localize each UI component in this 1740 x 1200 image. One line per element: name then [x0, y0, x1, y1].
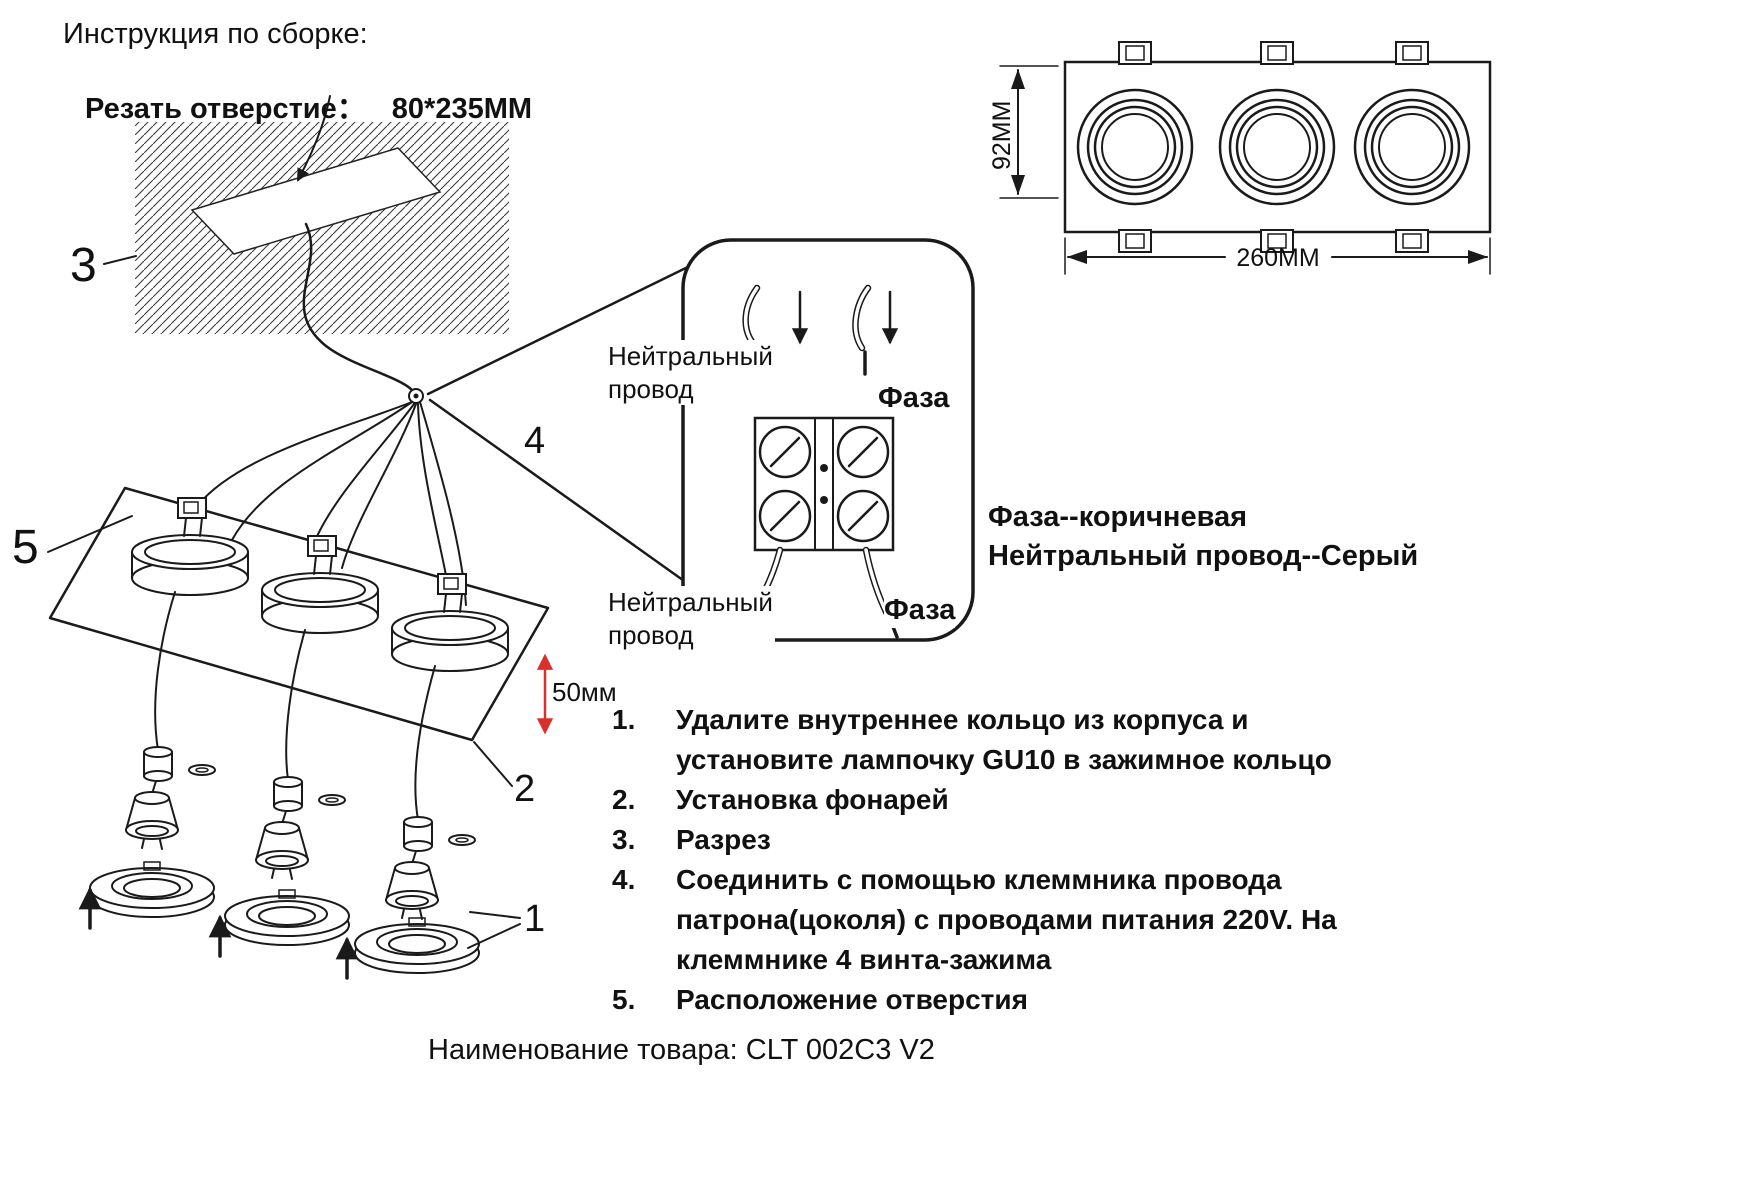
step-item-number: 1.	[612, 704, 636, 735]
neutral-wire-label-top: Нейтральный провод	[606, 340, 775, 405]
step-item: 1. Удалите внутреннее кольцо из корпуса …	[612, 700, 1412, 780]
step-item-number: 3.	[612, 824, 636, 855]
gu10-lamp-2	[255, 776, 346, 880]
width-dimension-label: 260MM	[1236, 244, 1319, 272]
step-item-text: Установка фонарей	[676, 784, 949, 815]
trim-ring-2	[224, 889, 350, 946]
cut-direction-arrow-icon	[297, 95, 331, 182]
step-item: 2. Установка фонарей	[612, 780, 1412, 820]
housing-ring-3	[391, 573, 509, 672]
legend-phase: Фаза--коричневая	[988, 501, 1248, 533]
page-title: Инструкция по сборке:	[63, 18, 368, 50]
step-item: 3. Разрез	[612, 820, 1412, 860]
terminal-callout	[681, 238, 975, 642]
ceiling-cutout-diagram	[103, 95, 509, 334]
spring-clips	[1118, 41, 1429, 253]
product-name: Наименование товара: CLT 002C3 V2	[428, 1034, 935, 1066]
step-number-1: 1	[524, 898, 546, 940]
callout-leader-lines	[426, 262, 696, 590]
housing-ring-1	[131, 497, 249, 596]
gu10-lamps	[125, 746, 476, 920]
gu10-lamp-3	[385, 816, 476, 920]
height-dimension-label: 92MM	[988, 101, 1016, 170]
cut-hole-label: Резать отверстие：	[85, 93, 366, 126]
legend-neutral: Нейтральный провод--Серый	[988, 540, 1419, 572]
trim-ring-3	[354, 917, 480, 974]
step-number-5: 5	[12, 521, 39, 574]
width-dimension: 260MM	[1064, 237, 1491, 275]
number-label-leaders	[47, 515, 521, 949]
step-number-3: 3	[70, 239, 97, 292]
cut-hole-spec: Резать отверстие： 80*235MM	[85, 55, 532, 128]
step-item-text: Соединить с помощью клеммника провода па…	[676, 864, 1337, 975]
phase-wire-label-top: Фаза	[878, 380, 950, 417]
height-dimension: 92MM	[988, 65, 1059, 199]
step-item-number: 5.	[612, 984, 636, 1015]
mounting-plate-diagram	[48, 486, 550, 821]
step-item-text: Расположение отверстия	[676, 984, 1028, 1015]
step-item-text: Удалите внутреннее кольцо из корпуса и у…	[676, 704, 1332, 775]
neutral-wire-label-bottom: Нейтральный провод	[606, 586, 775, 651]
step-number-2: 2	[514, 768, 536, 810]
fixture-front-view: 92MM 260MM	[988, 41, 1492, 275]
step-item: 5. Расположение отверстия	[612, 980, 1412, 1020]
mounting-plate	[48, 486, 550, 742]
step-number-4: 4	[524, 420, 546, 462]
trim-ring-1	[89, 861, 215, 918]
step-item: 4. Соединить с помощью клеммника провода…	[612, 860, 1412, 980]
housing-ring-2	[261, 535, 379, 634]
gu10-lamp-1	[125, 746, 216, 850]
step-item-number: 2.	[612, 784, 636, 815]
cut-hole-size: 80*235MM	[391, 93, 533, 126]
50mm-dimension-label: 50мм	[552, 677, 617, 707]
trim-rings	[78, 861, 480, 980]
assembly-steps-list: 1. Удалите внутреннее кольцо из корпуса …	[612, 700, 1412, 1020]
phase-wire-label-bottom: Фаза	[884, 592, 956, 629]
step-item-text: Разрез	[676, 824, 771, 855]
step-item-number: 4.	[612, 864, 636, 895]
spot-openings	[1076, 88, 1471, 206]
